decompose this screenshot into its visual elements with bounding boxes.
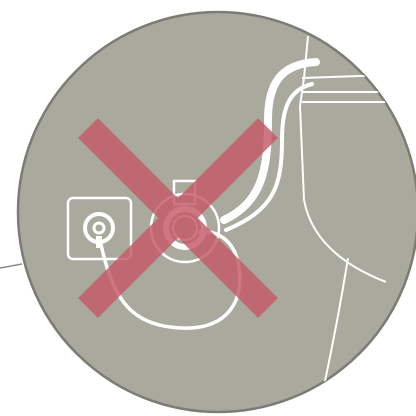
pointer-line [0, 264, 22, 268]
background-circle [18, 12, 416, 412]
